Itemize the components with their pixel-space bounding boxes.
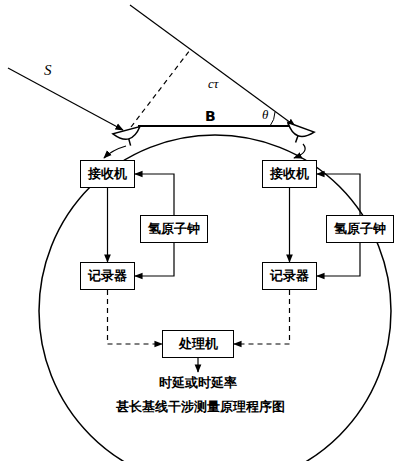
antenna-dish bbox=[282, 123, 314, 148]
baseline-label: B bbox=[205, 108, 216, 124]
feed-cable bbox=[104, 146, 126, 158]
signal-ray bbox=[8, 68, 123, 130]
output-label: 时延或时延率 bbox=[159, 374, 237, 392]
recorder-box: 记录器 bbox=[80, 262, 135, 290]
caption: 甚长基线干涉测量原理程序图 bbox=[116, 398, 285, 416]
baseline bbox=[138, 125, 290, 127]
clock-box: 氢原子钟 bbox=[140, 215, 208, 243]
signal-wire bbox=[317, 243, 360, 276]
signal-wire bbox=[135, 174, 174, 215]
node-text: 氢原子钟 bbox=[334, 221, 386, 236]
signal-wire bbox=[107, 188, 108, 262]
recorder-box: 记录器 bbox=[262, 262, 317, 290]
signal-ray bbox=[130, 5, 295, 126]
node-text: 处理机 bbox=[179, 336, 218, 351]
signal-wire bbox=[289, 188, 290, 262]
angle-arc bbox=[270, 112, 275, 126]
antenna-dish bbox=[113, 127, 144, 150]
angle-label: θ bbox=[262, 107, 268, 123]
receiver-box: 接收机 bbox=[80, 160, 135, 188]
node-text: 记录器 bbox=[88, 268, 127, 283]
node-text: 接收机 bbox=[270, 166, 309, 181]
node-text: 氢原子钟 bbox=[148, 221, 200, 236]
data-link bbox=[234, 290, 290, 344]
signal-wire bbox=[317, 174, 360, 215]
source-label: S bbox=[44, 62, 52, 79]
output-arrow bbox=[197, 358, 198, 372]
wavefront-line bbox=[131, 50, 190, 127]
processor-box: 处理机 bbox=[162, 330, 234, 358]
signal-wire bbox=[135, 243, 174, 276]
clock-box: 氢原子钟 bbox=[326, 215, 394, 243]
earth-outline bbox=[39, 135, 391, 461]
node-text: 接收机 bbox=[88, 166, 127, 181]
data-link bbox=[108, 290, 163, 344]
feed-cable bbox=[294, 144, 305, 158]
delay-label: cτ bbox=[208, 76, 218, 92]
receiver-box: 接收机 bbox=[262, 160, 317, 188]
node-text: 记录器 bbox=[270, 268, 309, 283]
